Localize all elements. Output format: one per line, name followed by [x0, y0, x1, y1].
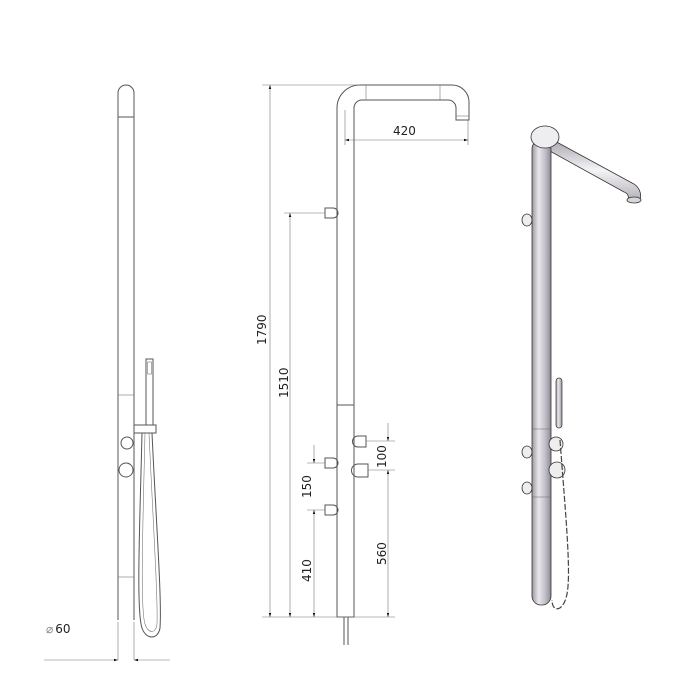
hand-shower	[133, 358, 161, 638]
knob-icon	[120, 436, 134, 450]
outlet-icon	[324, 207, 339, 219]
isometric-view	[521, 125, 642, 610]
hand-shower	[555, 377, 563, 429]
dimension-1510: 1510	[277, 367, 291, 398]
dimension-100: 100	[375, 445, 389, 468]
column-render	[531, 139, 552, 606]
outlet-icon	[521, 213, 533, 227]
outlet-icon	[324, 457, 339, 469]
dimension-150: 150	[300, 475, 314, 498]
column-with-arm	[336, 84, 470, 618]
dimension-1790: 1790	[255, 314, 269, 345]
side-view: ⌀60	[44, 84, 170, 662]
dimension-560: 560	[375, 542, 389, 565]
diameter-label: ⌀60	[46, 622, 71, 636]
mixer-knob-icon	[351, 463, 369, 478]
column-outline	[117, 84, 135, 620]
mixer-knob-icon	[548, 461, 566, 479]
outlet-icon	[521, 481, 533, 495]
front-view: 420 1790 1510 150 410 100 560	[255, 84, 470, 645]
dimension-420: 420	[393, 124, 416, 138]
outlet-icon	[324, 504, 339, 516]
outlet-icon	[521, 445, 533, 459]
mixer-knob-icon	[352, 435, 367, 448]
knob-icon	[118, 462, 134, 478]
dimension-410: 410	[300, 559, 314, 582]
